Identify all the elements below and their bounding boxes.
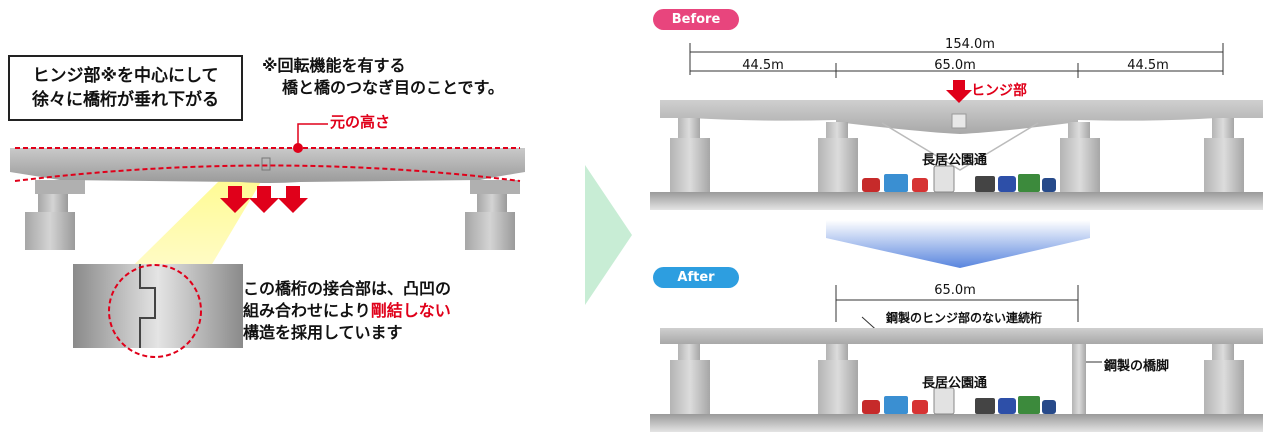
after-span-center: 65.0m bbox=[934, 283, 976, 298]
before-road-label: 長居公園通 bbox=[922, 153, 988, 168]
sag-arrow-1 bbox=[220, 186, 250, 213]
before-dimension-lines bbox=[689, 43, 1224, 78]
caption-line-1: ヒンジ部※を中心にして bbox=[32, 66, 219, 86]
bridge-deck bbox=[10, 148, 525, 183]
footing-left bbox=[25, 212, 75, 250]
joint-highlight-circle bbox=[108, 264, 202, 358]
footing-right bbox=[465, 212, 515, 250]
after-pier-label: 鋼製の橋脚 bbox=[1104, 359, 1170, 374]
footnote-line-2: 橋と橋のつなぎ目のことです。 bbox=[282, 78, 504, 97]
footnote-line-1: ※回転機能を有する bbox=[262, 56, 406, 75]
transition-arrow bbox=[585, 165, 632, 305]
before-hinge-arrow bbox=[946, 80, 972, 103]
before-span-right: 44.5m bbox=[1127, 58, 1169, 73]
joint-line-3: 構造を採用しています bbox=[243, 323, 403, 342]
before-hinge-label: ヒンジ部 bbox=[971, 83, 1027, 99]
before-span-left: 44.5m bbox=[742, 58, 784, 73]
pier-cap-left bbox=[35, 180, 85, 194]
before-badge: Before bbox=[653, 9, 739, 30]
after-vehicles bbox=[862, 387, 1056, 415]
after-road-label: 長居公園通 bbox=[922, 376, 988, 391]
sagging-caption-box: ヒンジ部※を中心にして 徐々に橋桁が垂れ下がる bbox=[8, 55, 243, 121]
sag-arrows bbox=[220, 186, 308, 213]
joint-line-2-b: 剛結しない bbox=[370, 301, 451, 320]
before-total-span: 154.0m bbox=[945, 37, 995, 52]
sagged-curve-line bbox=[14, 164, 521, 182]
pier-cap-right bbox=[470, 180, 520, 194]
after-piers bbox=[670, 344, 1244, 416]
after-ground bbox=[650, 414, 1263, 432]
before-after-diagram bbox=[650, 43, 1263, 432]
before-vehicles bbox=[862, 165, 1056, 193]
joint-line-2-a: 組み合わせにより bbox=[243, 301, 371, 320]
hinge-footnote: ※回転機能を有する 橋と橋のつなぎ目のことです。 bbox=[262, 55, 504, 99]
joint-seam bbox=[139, 264, 156, 348]
before-hinge-truss bbox=[881, 122, 1039, 171]
original-height-label: 元の高さ bbox=[330, 113, 391, 131]
before-hinge-block bbox=[951, 113, 967, 129]
transition-arrow-shape bbox=[585, 165, 632, 305]
joint-line-1: この橋桁の接合部は、凸凹の bbox=[243, 279, 452, 298]
sagging-bridge-diagram bbox=[10, 123, 525, 358]
after-continuous-girder bbox=[660, 328, 1263, 344]
hinge-mark bbox=[261, 157, 271, 171]
original-height-leader bbox=[297, 123, 328, 148]
sag-arrow-2 bbox=[249, 186, 279, 213]
after-badge: After bbox=[653, 267, 739, 288]
before-span-center: 65.0m bbox=[934, 58, 976, 73]
joint-line-2: 組み合わせにより剛結しない bbox=[243, 300, 451, 322]
caption-line-2: 徐々に橋桁が垂れ下がる bbox=[32, 90, 219, 110]
before-after-transition bbox=[826, 220, 1090, 268]
before-ground bbox=[650, 192, 1263, 210]
joint-description: この橋桁の接合部は、凸凹の 組み合わせにより剛結しない 構造を採用しています bbox=[243, 278, 451, 344]
after-steel-pier bbox=[1072, 344, 1086, 416]
before-piers bbox=[670, 118, 1244, 194]
joint-detail-beam bbox=[73, 264, 243, 348]
sag-arrow-3 bbox=[278, 186, 308, 213]
after-girder-label: 鋼製のヒンジ部のない連続桁 bbox=[884, 309, 1045, 326]
